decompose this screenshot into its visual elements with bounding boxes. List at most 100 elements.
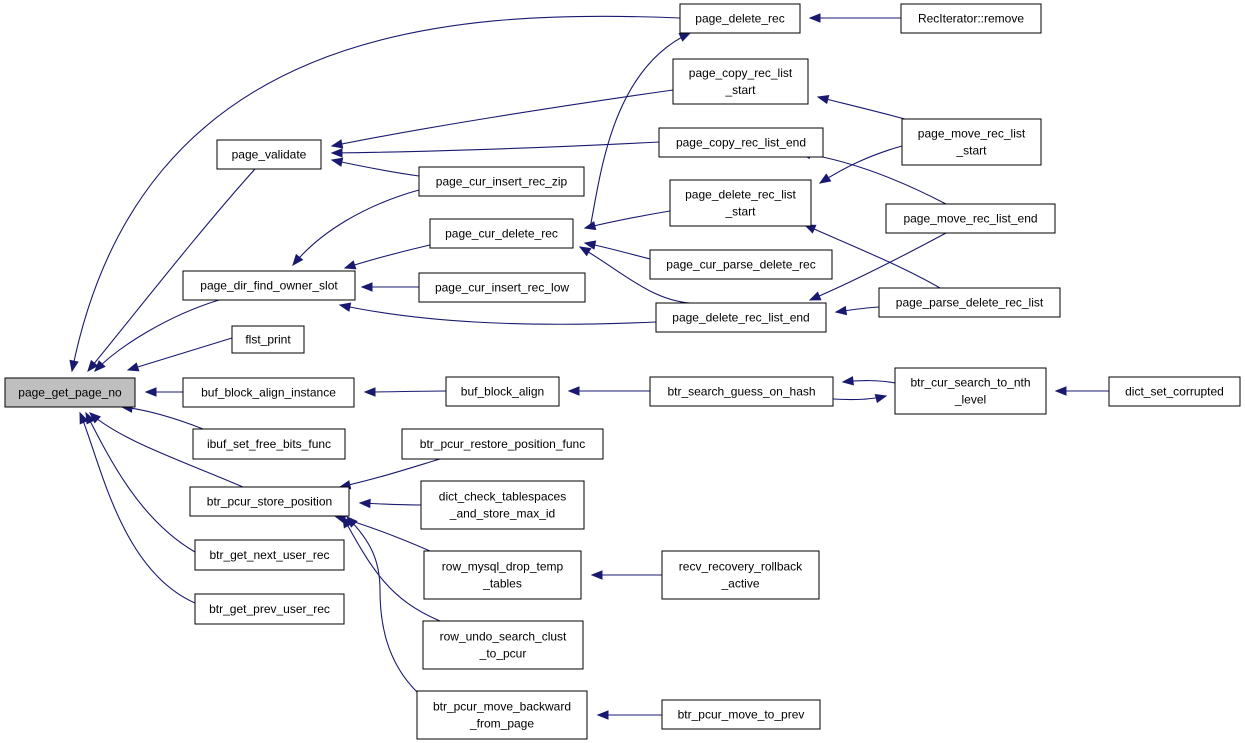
node-label: buf_block_align_instance [201, 386, 336, 400]
node-page-copy-rec-list-start[interactable]: page_copy_rec_list _start [672, 58, 809, 105]
node-btr-get-next-user-rec[interactable]: btr_get_next_user_rec [194, 539, 345, 571]
node-btr-pcur-move-to-prev[interactable]: btr_pcur_move_to_prev [661, 699, 821, 730]
arrow-head [358, 498, 371, 509]
node-box [1108, 376, 1241, 407]
node-box [655, 302, 827, 333]
node-label: _from_page [469, 717, 534, 731]
edge-n14-to-n15 [834, 305, 880, 316]
node-page-get-page-no[interactable]: page_get_page_no [4, 377, 136, 408]
node-page-cur-delete-rec[interactable]: page_cur_delete_rec [429, 218, 574, 249]
node-box [401, 428, 604, 460]
arrow-head [343, 260, 357, 270]
edge-n16-to-n0 [126, 337, 233, 372]
node-page-copy-rec-list-end[interactable]: page_copy_rec_list_end [658, 127, 824, 158]
arrow-head [808, 13, 821, 23]
arrow-head [342, 515, 353, 529]
edge-n11-to-n9 [583, 240, 651, 260]
node-label: page_cur_insert_rec_zip [436, 175, 568, 189]
arrow-head [338, 302, 352, 312]
edge-n15-to-n9 [578, 246, 691, 304]
node-box [658, 127, 824, 158]
edge-n4-to-n0 [87, 168, 256, 373]
node-flst-print[interactable]: flst_print [231, 325, 305, 354]
arrow-head [834, 305, 848, 316]
edge-n12-to-n0 [94, 299, 220, 372]
edge-line [127, 337, 233, 371]
node-page-cur-parse-delete-rec[interactable]: page_cur_parse_delete_rec [649, 249, 833, 280]
node-dict-set-corrupted[interactable]: dict_set_corrupted [1108, 376, 1241, 407]
node-label: _start [724, 83, 756, 97]
node-box [885, 203, 1056, 234]
edge-n20-to-n19 [841, 376, 896, 386]
node-label: _start [955, 144, 987, 158]
node-box [445, 376, 560, 407]
node-label: page_get_page_no [18, 386, 122, 400]
node-btr-pcur-restore-position-func[interactable]: btr_pcur_restore_position_func [401, 428, 604, 460]
node-btr-cur-search-to-nth-level[interactable]: btr_cur_search_to_nth_level [894, 367, 1047, 415]
node-label: buf_block_align [461, 385, 544, 399]
node-buf-block-align[interactable]: buf_block_align [445, 376, 560, 407]
edge-n25-to-n24 [358, 498, 422, 509]
node-btr-get-prev-user-rec[interactable]: btr_get_prev_user_rec [194, 593, 345, 625]
node-ibuf-set-free-bits-func[interactable]: ibuf_set_free_bits_func [192, 428, 346, 460]
arrow-head [360, 282, 373, 292]
edge-line [87, 168, 256, 372]
node-label: _level [954, 393, 986, 407]
node-page-delete-rec-list-start[interactable]: page_delete_rec_list_start [669, 179, 812, 227]
edge-n3-to-n4 [330, 89, 674, 149]
node-row-mysql-drop-temp-tables[interactable]: row_mysql_drop_temp_tables [423, 550, 582, 600]
node-label: _to_pcur [479, 647, 527, 661]
node-box [182, 270, 356, 301]
node-page-delete-rec-list-end[interactable]: page_delete_rec_list_end [655, 302, 827, 333]
node-page-validate[interactable]: page_validate [216, 139, 322, 170]
node-label: row_undo_search_clust [440, 630, 567, 644]
arrow-head [88, 412, 101, 424]
edge-line [589, 32, 691, 229]
node-label: btr_search_guess_on_hash [667, 385, 815, 399]
node-page-move-rec-list-start[interactable]: page_move_rec_list _start [901, 118, 1042, 166]
node-recv-recovery-rollback-active[interactable]: recv_recovery_rollback _active [661, 550, 820, 600]
arrow-head [567, 386, 580, 396]
node-box [423, 550, 582, 600]
node-box [182, 377, 355, 408]
node-label: page_move_rec_list [918, 127, 1026, 141]
node-page-cur-insert-rec-zip[interactable]: page_cur_insert_rec_zip [418, 166, 585, 197]
edge-n7-to-n12 [292, 189, 420, 267]
node-page-delete-rec[interactable]: page_delete_rec [679, 3, 801, 34]
node-reciterator-remove[interactable]: RecIterator::remove [900, 3, 1042, 34]
node-page-parse-delete-rec-list[interactable]: page_parse_delete_rec_list [878, 287, 1061, 318]
node-label: page_delete_rec [695, 12, 784, 26]
node-page-dir-find-owner-slot[interactable]: page_dir_find_owner_slot [182, 270, 356, 301]
node-label: page_move_rec_list_end [903, 212, 1037, 226]
arrow-head [126, 362, 140, 372]
edge-n15-to-n12 [338, 302, 657, 325]
node-box [672, 58, 809, 105]
node-box [878, 287, 1061, 318]
node-btr-pcur-store-position[interactable]: btr_pcur_store_position [189, 486, 350, 517]
node-label: page_copy_rec_list [689, 66, 793, 80]
edge-line [331, 89, 674, 147]
arrow-head [330, 157, 344, 167]
edge-line [584, 210, 671, 229]
node-label: btr_pcur_store_position [207, 495, 332, 509]
node-page-move-rec-list-end[interactable]: page_move_rec_list_end [885, 203, 1056, 234]
node-page-cur-insert-rec-low[interactable]: page_cur_insert_rec_low [418, 272, 586, 303]
node-box [422, 620, 584, 670]
node-label: flst_print [245, 333, 291, 347]
node-label: btr_pcur_move_backward [433, 700, 571, 714]
node-label: ibuf_set_free_bits_func [207, 437, 331, 451]
node-box [189, 486, 350, 517]
node-label: recv_recovery_rollback [679, 560, 803, 574]
node-btr-pcur-move-backward-from-page[interactable]: btr_pcur_move_backward _from_page [416, 690, 588, 740]
node-label: _active [720, 577, 759, 591]
edge-line [817, 96, 913, 122]
node-btr-search-guess-on-hash[interactable]: btr_search_guess_on_hash [649, 376, 834, 407]
node-label: page_cur_parse_delete_rec [666, 258, 815, 272]
node-dict-check-tablespaces-and-store-max-id[interactable]: dict_check_tablespaces_and_store_max_id [420, 480, 585, 530]
node-row-undo-search-clust-to-pcur[interactable]: row_undo_search_clust _to_pcur [422, 620, 584, 670]
edge-n9-to-n12 [343, 244, 431, 270]
edge-n5-to-n4 [330, 141, 660, 158]
node-buf-block-align-instance[interactable]: buf_block_align_instance [182, 377, 355, 408]
edge-n13-to-n12 [360, 282, 419, 292]
